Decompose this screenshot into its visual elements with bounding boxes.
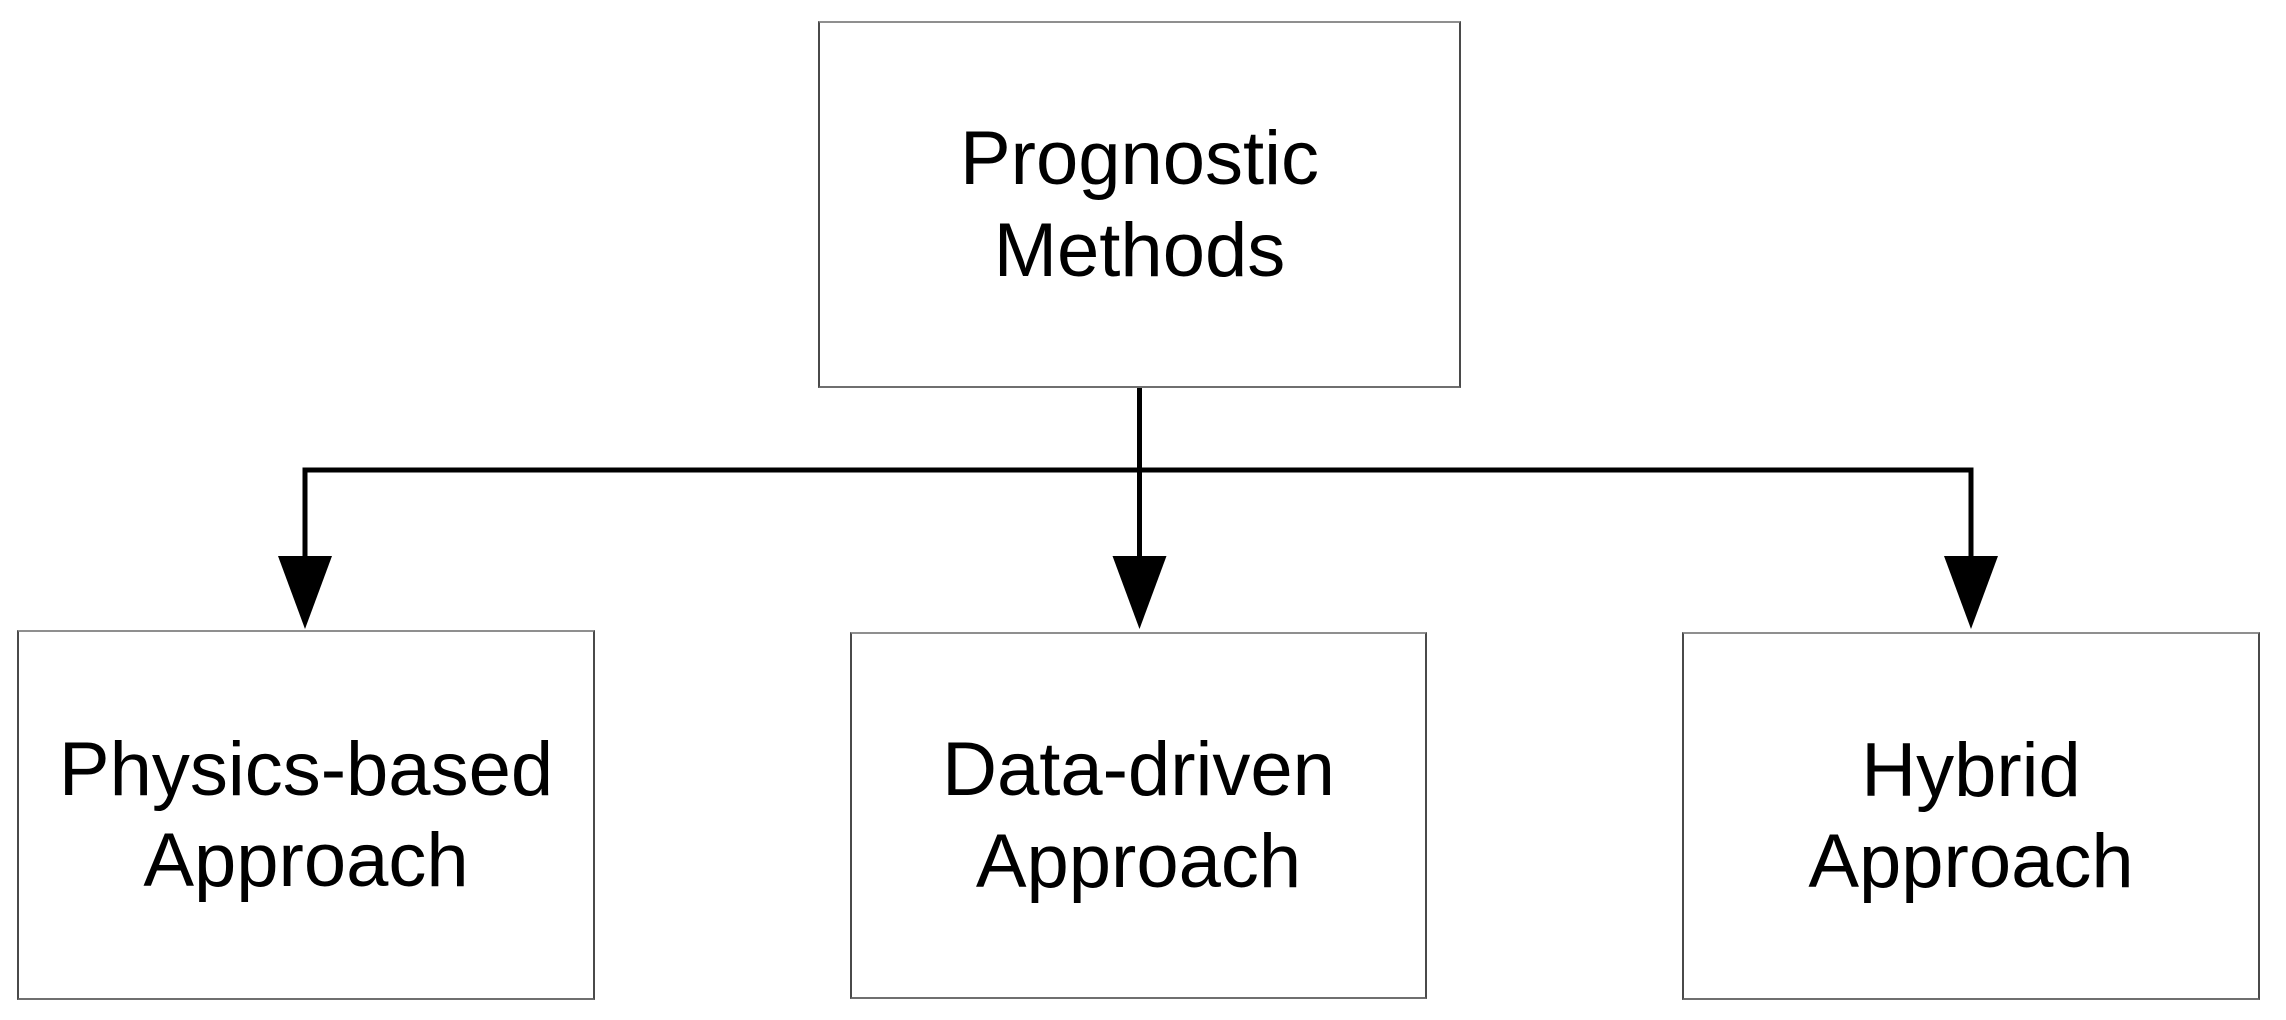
node-data-driven-approach-label: Data-driven Approach <box>942 727 1335 904</box>
node-prognostic-methods-label: Prognostic Methods <box>959 116 1320 293</box>
node-prognostic-methods: Prognostic Methods <box>818 21 1461 388</box>
node-data-driven-approach: Data-driven Approach <box>850 632 1427 999</box>
node-physics-based-approach: Physics-based Approach <box>17 630 595 1000</box>
node-hybrid-approach-label: Hybrid Approach <box>1808 727 2134 904</box>
node-physics-based-approach-label: Physics-based Approach <box>58 726 554 903</box>
arrowhead-down-center-icon <box>1112 556 1167 629</box>
node-hybrid-approach: Hybrid Approach <box>1682 632 2260 1000</box>
arrowhead-down-right-icon <box>1944 556 1998 629</box>
arrowhead-down-left-icon <box>278 556 332 629</box>
